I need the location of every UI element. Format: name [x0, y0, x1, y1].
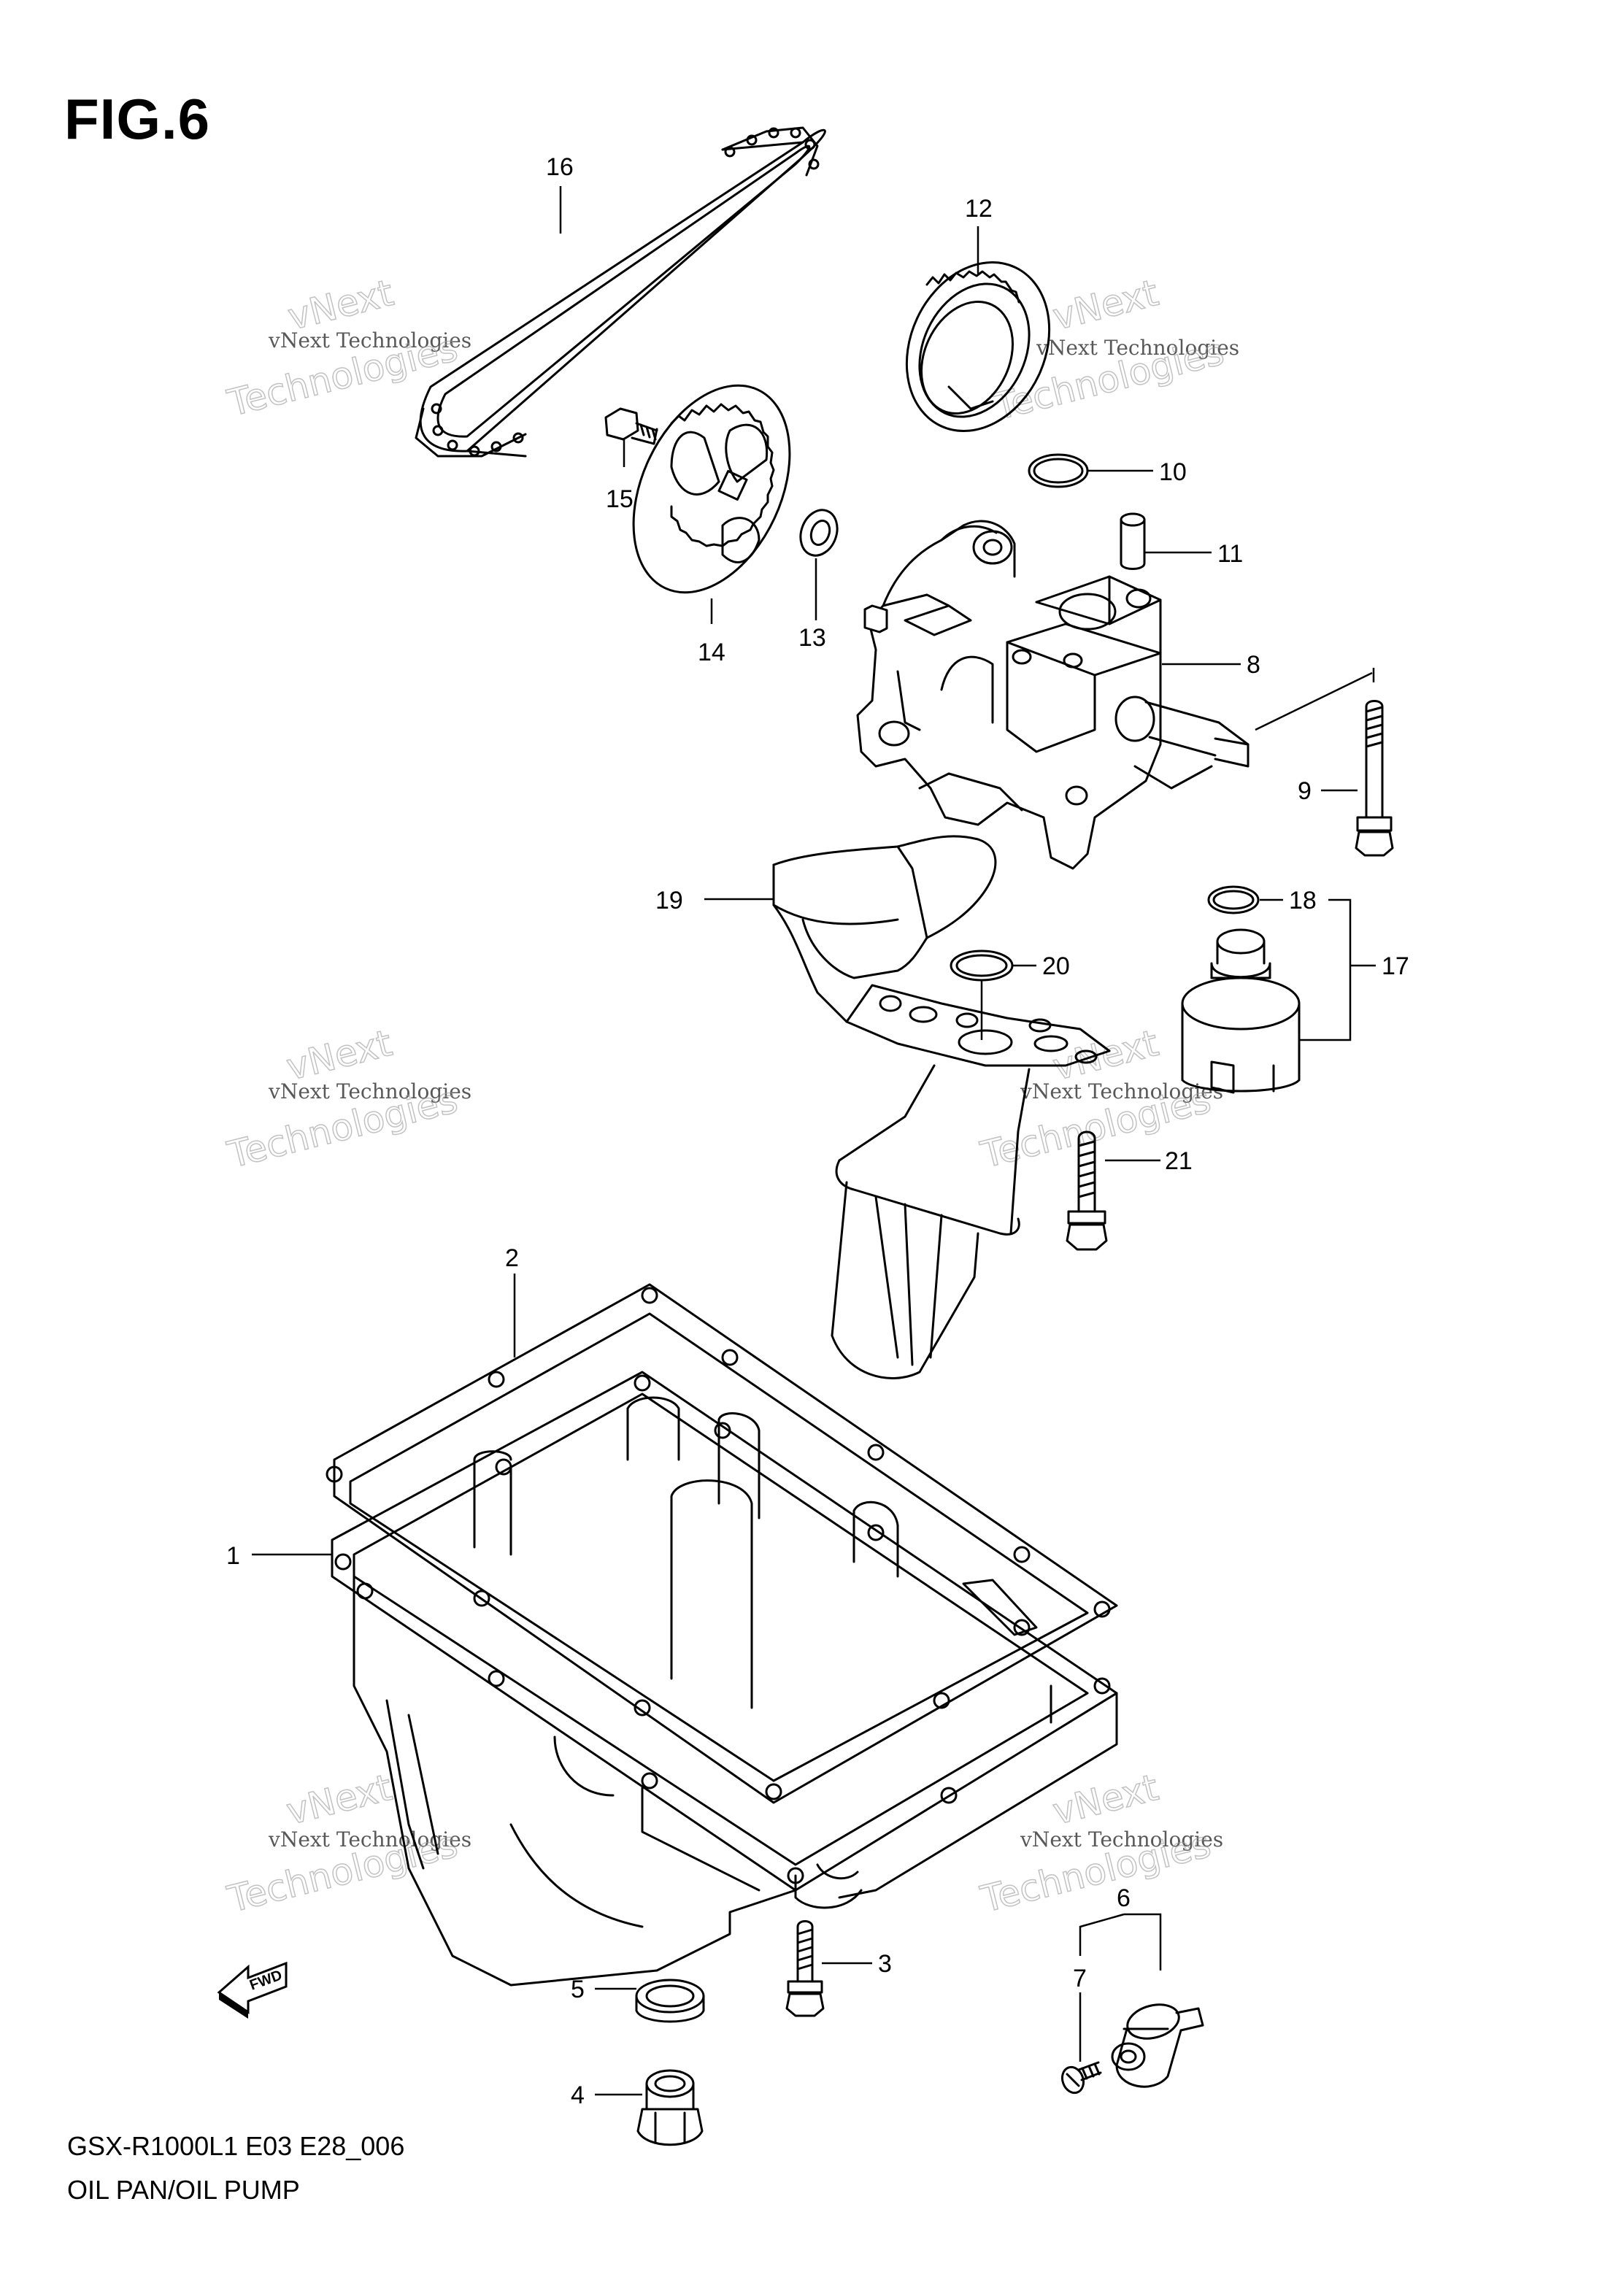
watermark-text: vNext	[282, 1022, 396, 1089]
part-19-oil-strainer	[772, 835, 1111, 1379]
watermark-text: vNext	[1049, 271, 1163, 339]
part-20-o-ring	[950, 949, 1014, 982]
watermark-bottom-right: vNext vNext Technologies Technologies	[976, 1765, 1223, 1921]
leader-lines	[252, 186, 1376, 2096]
watermark-mid-left: vNext vNext Technologies Technologies	[223, 1021, 471, 1176]
part-6-oil-pressure-switch	[1111, 2003, 1204, 2088]
callout-1: 1	[226, 1542, 240, 1570]
part-10-o-ring	[1028, 453, 1089, 488]
callout-labels: 16 12 10 11 15 13 14 8 9 18 19 20 17 21 …	[226, 153, 1409, 2109]
part-21-bolt	[1066, 1130, 1108, 1251]
part-15-bolt	[604, 407, 658, 445]
callout-14: 14	[698, 639, 725, 666]
callout-19: 19	[655, 887, 683, 914]
watermark-text: vNext	[282, 1766, 396, 1833]
part-11-dowel-pin	[1120, 512, 1146, 570]
callout-8: 8	[1247, 651, 1260, 679]
part-7-screw	[1060, 2061, 1102, 2095]
part-3-bolt	[785, 1920, 825, 2017]
part-18-o-ring	[1207, 885, 1260, 914]
part-16-drive-chain	[415, 126, 826, 458]
watermark-bottom-left: vNext vNext Technologies Technologies	[223, 1765, 471, 1921]
watermark-text: vNext Technologies	[1036, 336, 1239, 360]
callout-9: 9	[1298, 777, 1312, 805]
callout-17: 17	[1382, 952, 1409, 980]
callout-20: 20	[1042, 952, 1070, 980]
callout-4: 4	[571, 2081, 585, 2109]
watermark-text: vNext Technologies	[268, 328, 471, 353]
watermark-text: vNext Technologies	[268, 1079, 471, 1103]
callout-11: 11	[1217, 540, 1243, 568]
model-code: GSX-R1000L1 E03 E28_006	[67, 2131, 405, 2161]
callout-15: 15	[606, 485, 634, 513]
part-14-driven-sprocket	[632, 384, 791, 594]
part-17-oil-regulator	[1181, 928, 1301, 1094]
figure-title: FIG.6	[64, 87, 211, 151]
part-5-gasket	[635, 1979, 705, 2023]
part-9-bolt	[1355, 700, 1394, 857]
callout-16: 16	[546, 153, 574, 181]
callout-5: 5	[571, 1976, 585, 2003]
callout-12: 12	[965, 195, 993, 223]
callout-18: 18	[1289, 887, 1317, 914]
part-2-gasket	[326, 1283, 1118, 1804]
part-1-oil-pan	[331, 1371, 1118, 1987]
part-8-oil-pump	[856, 520, 1250, 870]
callout-3: 3	[878, 1950, 892, 1978]
part-12-sprocket	[905, 261, 1051, 432]
fwd-arrow-icon: FWD	[217, 1961, 288, 2019]
callout-7: 7	[1073, 1965, 1087, 1992]
part-13-washer	[799, 509, 839, 557]
callout-10: 10	[1159, 458, 1187, 486]
callout-2: 2	[505, 1244, 519, 1272]
part-4-drain-plug	[636, 2069, 704, 2146]
callout-21: 21	[1165, 1147, 1193, 1175]
watermark-top-left: vNext vNext Technologies Technologies	[223, 271, 471, 425]
callout-13: 13	[798, 624, 826, 652]
watermark-text: vNext Technologies	[1020, 1827, 1223, 1852]
section-title: OIL PAN/OIL PUMP	[67, 2175, 300, 2205]
callout-6: 6	[1117, 1884, 1131, 1912]
watermark-text: vNext	[1049, 1022, 1163, 1089]
